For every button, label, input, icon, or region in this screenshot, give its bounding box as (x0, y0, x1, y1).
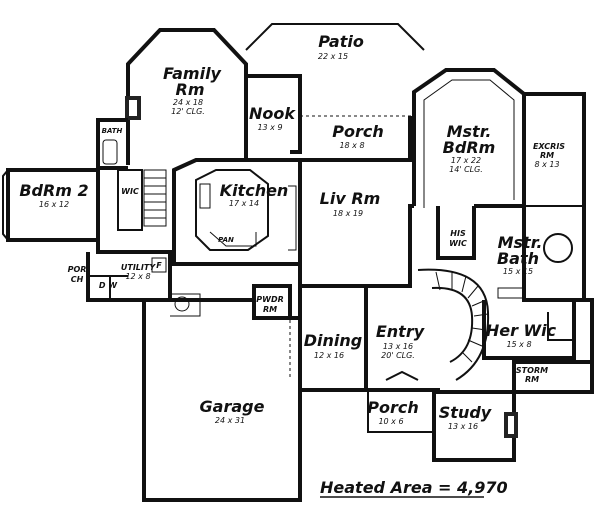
exercise-room-label-2: RM (540, 151, 554, 160)
patio-size: 22 x 15 (318, 52, 348, 61)
family-room-ceiling: 12' CLG. (171, 107, 205, 116)
study-fireplace (504, 412, 518, 438)
her-wic-label: Her Wic (486, 321, 557, 340)
master-bath-label-2: Bath (497, 249, 539, 268)
powder-room-label-2: RM (263, 305, 277, 314)
curved-staircase (417, 268, 490, 381)
master-bedroom-wall (412, 68, 526, 206)
front-porch-label: Porch (367, 398, 418, 417)
living-room-wall (298, 160, 414, 288)
family-room-label-1: Family (163, 64, 222, 83)
storm-room-label-2: RM (525, 375, 539, 384)
fridge-label: F (156, 261, 162, 270)
rear-porch-wall (300, 116, 412, 162)
kitchen-wall (172, 158, 302, 266)
patio-label: Patio (318, 32, 364, 51)
master-bedroom-size: 17 x 22 (451, 156, 481, 165)
washer-dryer-label: D W (99, 281, 118, 290)
master-bedroom-label-1: Mstr. (447, 122, 492, 141)
utility-size: 12 x 8 (125, 272, 150, 281)
nook-label: Nook (249, 104, 296, 123)
bedroom2-size: 16 x 12 (39, 200, 69, 209)
study-size: 13 x 16 (448, 422, 478, 431)
bath-label: BATH (102, 127, 123, 135)
side-porch-label-2: CH (71, 275, 84, 284)
master-bedroom-ceiling: 14' CLG. (449, 165, 483, 174)
study-label: Study (439, 403, 492, 422)
kitchen-size: 17 x 14 (229, 199, 259, 208)
master-bath-size: 15 x 15 (503, 267, 533, 276)
dining-room-size: 12 x 16 (314, 351, 344, 360)
kitchen-island (195, 169, 269, 251)
family-room-label-2: Rm (176, 80, 205, 99)
entry-size: 13 x 16 (383, 342, 413, 351)
wic-label: WIC (121, 187, 139, 196)
rear-porch-label: Porch (332, 122, 383, 141)
garage-label: Garage (200, 397, 265, 416)
living-room-size: 18 x 19 (333, 209, 363, 218)
patio-outline (245, 23, 425, 51)
nook-size: 13 x 9 (257, 123, 282, 132)
master-bedroom-label-2: BdRm (443, 138, 496, 157)
bathtub (102, 139, 118, 165)
rear-porch-size: 18 x 8 (339, 141, 364, 150)
his-wic-label-1: HIS (450, 229, 466, 238)
side-porch-label-1: POR (68, 265, 87, 274)
heated-area-label: Heated Area = 4,970 (320, 478, 508, 497)
wic-wall (117, 169, 143, 231)
family-room-size: 24 x 18 (173, 98, 203, 107)
living-room-label: Liv Rm (320, 189, 381, 208)
master-bath-wall (474, 204, 584, 302)
entry-label: Entry (376, 322, 425, 341)
master-bath-label-1: Mstr. (498, 233, 543, 252)
stairs-rear (143, 169, 167, 227)
storm-room-label-1: STORM (516, 366, 548, 375)
storm-room-wall (512, 360, 594, 394)
fridge (151, 257, 167, 273)
study-wall (432, 390, 516, 462)
her-wic-wall (482, 300, 576, 360)
fireplace (125, 96, 141, 120)
master-tub (543, 233, 573, 263)
powder-room-label-1: PWDR (256, 295, 284, 304)
bedroom2-label: BdRm 2 (19, 181, 88, 200)
garage-size: 24 x 31 (215, 416, 245, 425)
utility-label: UTILITY (121, 263, 156, 272)
pantry-label: PAN (218, 236, 234, 244)
exercise-room-size: 8 x 13 (534, 160, 559, 169)
nook-wall (246, 74, 302, 154)
bath-wall (96, 118, 128, 170)
her-wic-size: 15 x 8 (506, 340, 531, 349)
kitchen-label: Kitchen (220, 181, 289, 200)
his-wic-wall (436, 206, 476, 260)
exercise-room-label-1: EXCRIS (533, 142, 565, 151)
family-room-wall (126, 28, 248, 165)
entry-ceiling: 20' CLG. (381, 351, 415, 360)
his-wic-label-2: WIC (449, 239, 467, 248)
dining-room-label: Dining (304, 331, 362, 350)
front-porch-size: 10 x 6 (378, 417, 403, 426)
